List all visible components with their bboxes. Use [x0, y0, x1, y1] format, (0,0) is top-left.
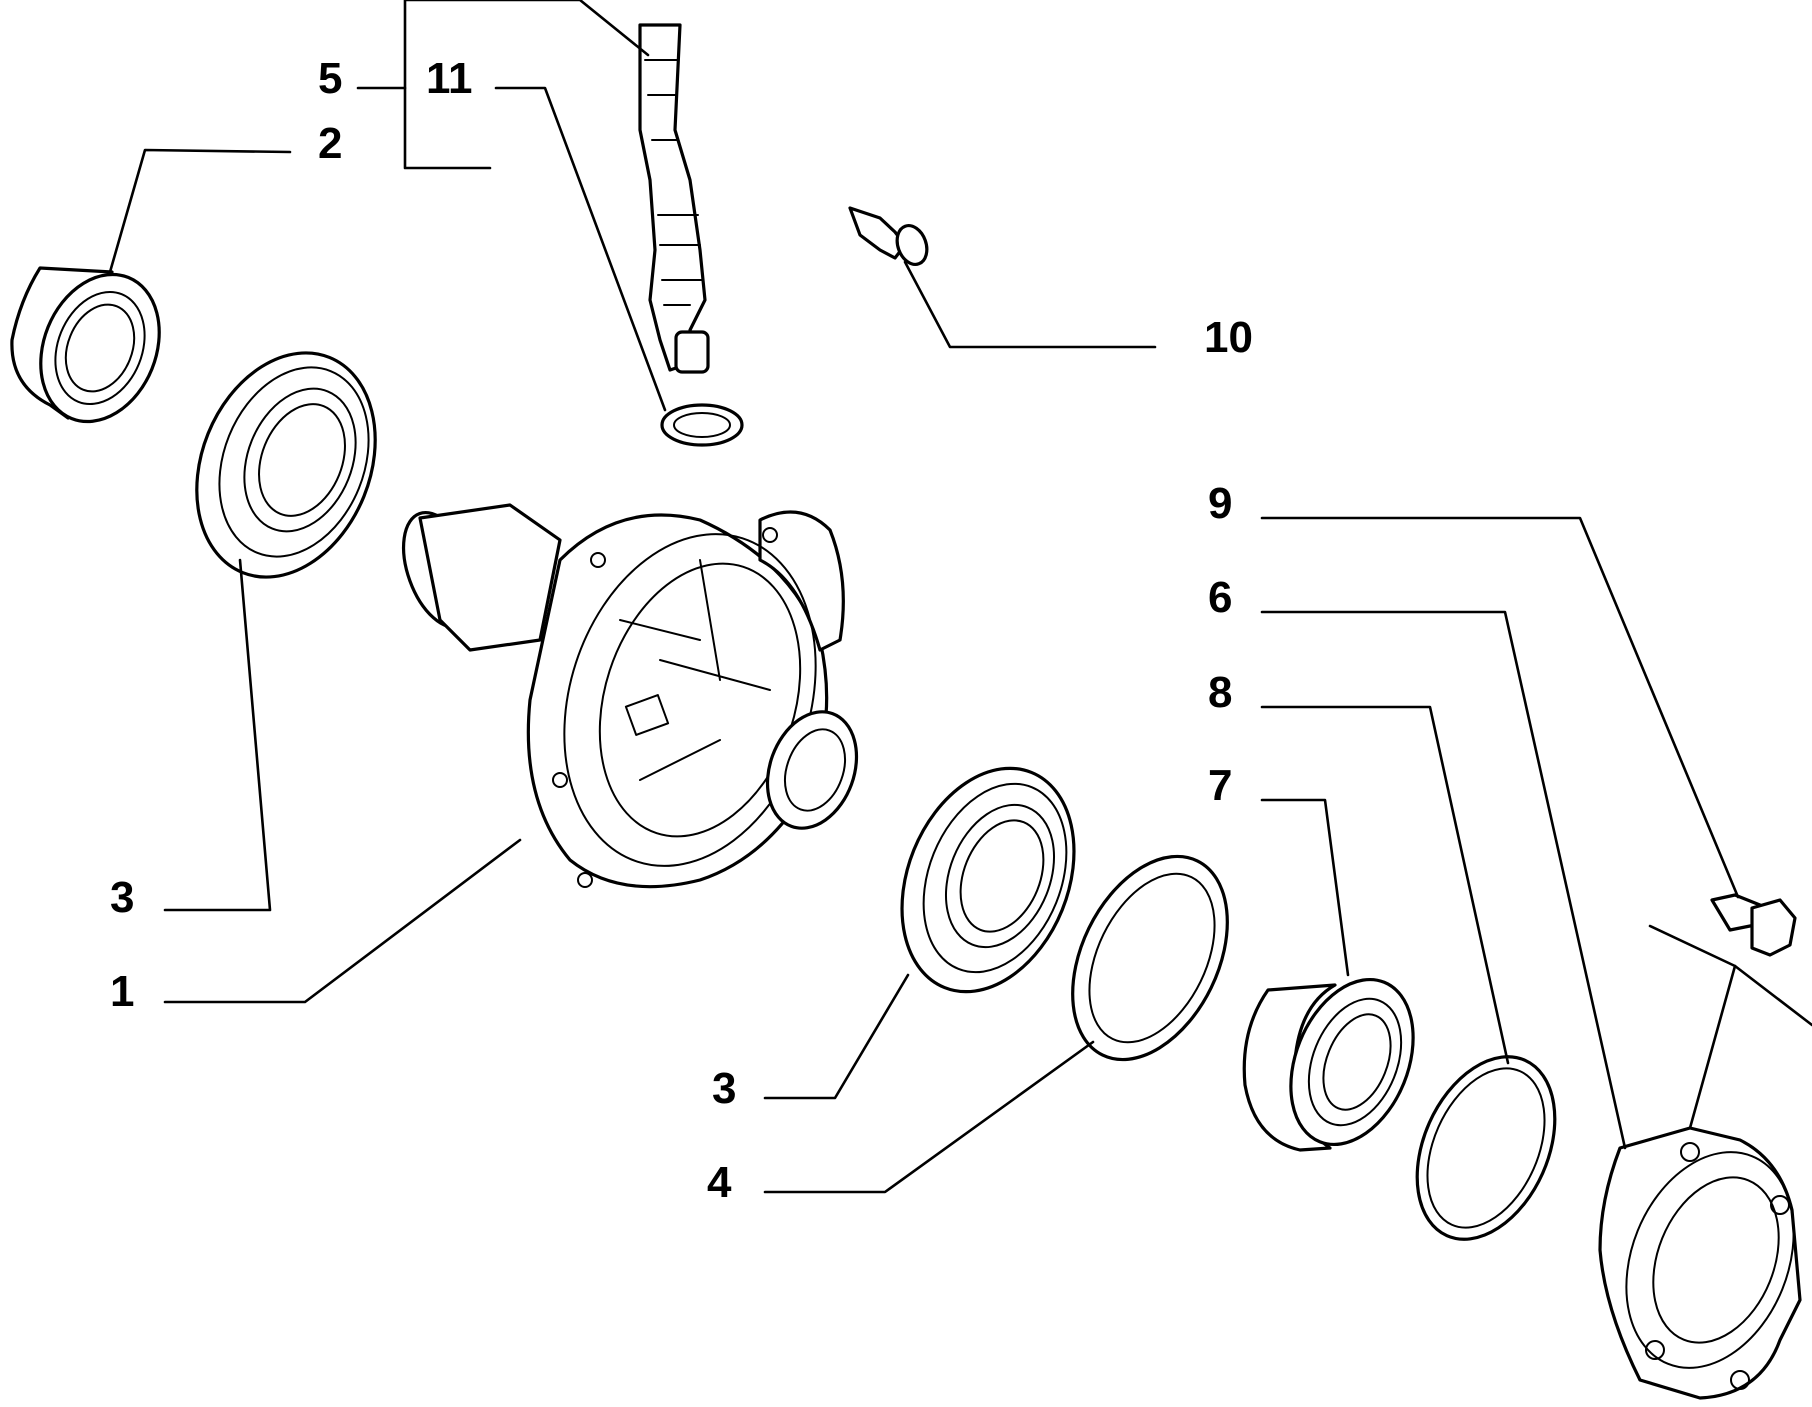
leader-6-fork-b: [1688, 964, 1737, 1130]
part-7-bearing-cup: [1242, 977, 1415, 1152]
part-4-oil-seal: [1071, 854, 1229, 1062]
callout-3-right: 3: [712, 1064, 736, 1113]
callout-4: 4: [707, 1158, 732, 1207]
callout-10: 10: [1204, 313, 1253, 362]
leader-10: [903, 260, 1157, 349]
leader-4: [763, 1040, 1095, 1194]
part-11-o-ring: [660, 403, 744, 447]
leader-1: [163, 838, 522, 1004]
callout-1: 1: [110, 967, 134, 1016]
part-2-bearing-cup: [10, 266, 161, 424]
part-3-right-roller-bearing: [900, 766, 1076, 994]
part-3-left-roller-bearing: [195, 351, 377, 579]
leader-3-right: [763, 973, 910, 1100]
callout-9: 9: [1208, 479, 1232, 528]
leader-5: [356, 86, 492, 170]
leader-5-top: [403, 0, 650, 90]
callout-6: 6: [1208, 573, 1232, 622]
leader-2: [108, 148, 292, 274]
leader-6: [1260, 610, 1627, 1150]
callout-2: 2: [318, 119, 342, 168]
callout-3-left: 3: [110, 873, 134, 922]
leader-lines: [108, 0, 1812, 1194]
callout-labels: 5 11 2 10 9 6 8 7 3 1 3 4: [110, 54, 1253, 1207]
callout-11: 11: [426, 54, 473, 103]
leader-7: [1260, 798, 1350, 977]
part-9-hex-bolt: [1710, 893, 1797, 957]
part-8-shim: [1415, 1055, 1557, 1241]
leader-8: [1260, 705, 1510, 1065]
callout-5: 5: [318, 54, 342, 103]
part-6-bearing-flange: [1598, 1126, 1802, 1400]
callout-7: 7: [1208, 761, 1232, 810]
callout-8: 8: [1208, 668, 1232, 717]
part-1-differential-housing: [401, 503, 859, 889]
leader-11: [494, 86, 667, 412]
part-10-bolt: [848, 206, 929, 266]
leader-3-left: [163, 558, 272, 912]
leader-9: [1260, 516, 1740, 899]
part-5-drive-shaft: [638, 23, 710, 374]
